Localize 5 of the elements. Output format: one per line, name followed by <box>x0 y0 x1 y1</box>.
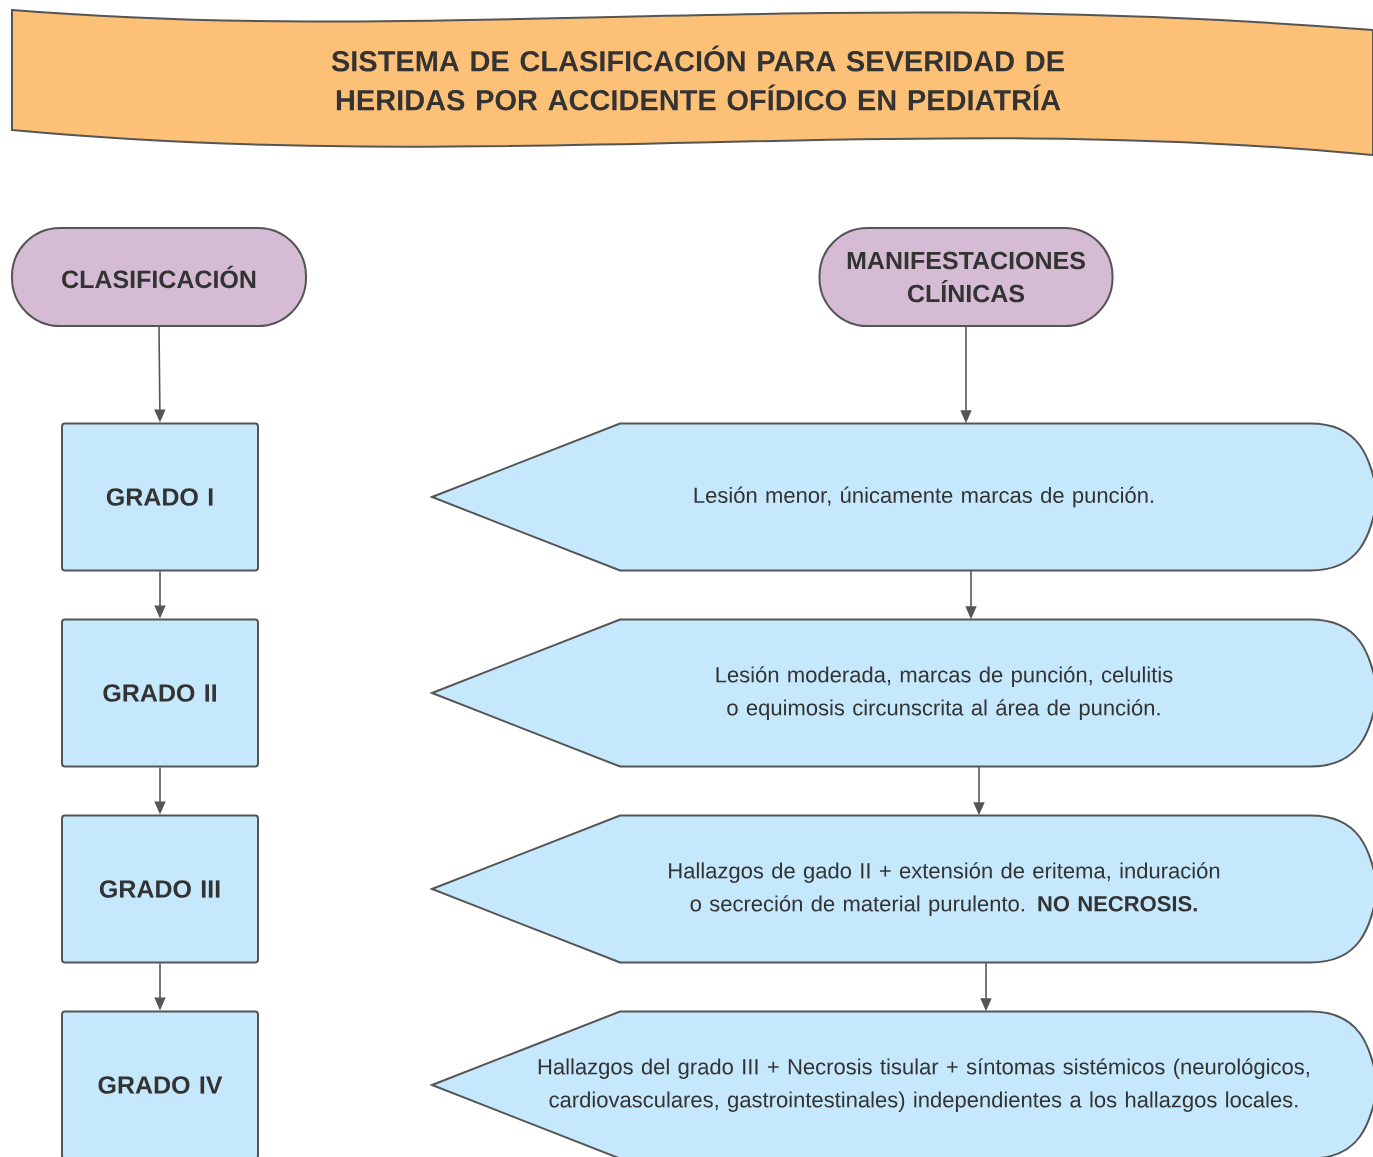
grade-box: GRADO I <box>61 422 259 572</box>
grade-box: GRADO II <box>61 618 259 768</box>
title: SISTEMA DE CLASIFICACIÓN PARA SEVERIDAD DE HERIDAS POR ACCIDENTE OFÍDICO EN PEDIATRÍA <box>331 45 1064 111</box>
grade-box: GRADO III <box>61 814 259 964</box>
grade-box: GRADO IV <box>61 1010 259 1157</box>
